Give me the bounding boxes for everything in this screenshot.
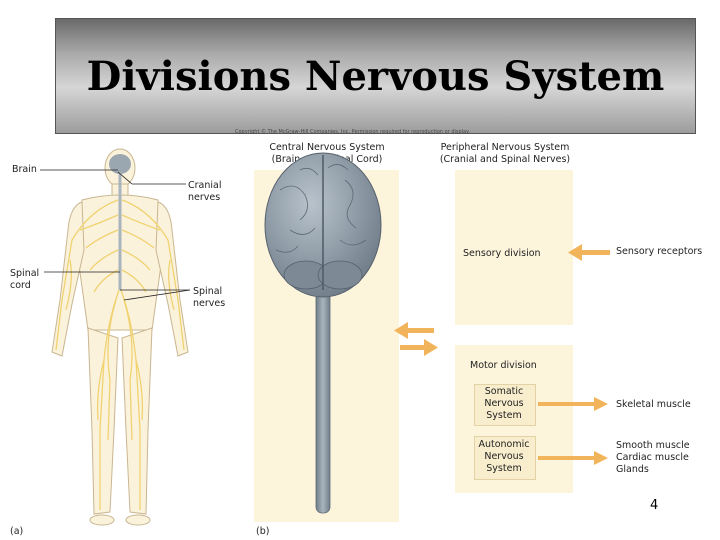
autonomic-label: Autonomic Nervous System [474, 439, 534, 475]
motor-division-label: Motor division [470, 360, 537, 371]
cranial-nerves-label: Cranial nerves [188, 180, 221, 204]
pns-header-line1: Peripheral Nervous System [440, 142, 570, 153]
autonomic-box [474, 436, 536, 480]
spinal-cord-label: Spinal cord [10, 268, 39, 292]
autonomic-line1: Autonomic [478, 439, 530, 450]
somatic-line2: Nervous [484, 398, 524, 409]
effectors-label: Smooth muscle Cardiac muscle Glands [616, 440, 690, 476]
somatic-label: Somatic Nervous System [474, 386, 534, 422]
somatic-line3: System [486, 410, 522, 421]
smooth-muscle-line: Smooth muscle [616, 440, 690, 451]
cns-header-line1: Central Nervous System [269, 142, 385, 153]
brain-label: Brain [12, 164, 37, 175]
arrow-skeletal-muscle [538, 397, 608, 411]
title-banner: Divisions Nervous System [55, 18, 696, 134]
spinal-cord-label-line2: cord [10, 280, 31, 291]
spinal-nerves-label: Spinal nerves [193, 286, 225, 310]
arrow-to-cns [394, 322, 434, 339]
cerebellum-right [317, 260, 363, 290]
brain-illustration [264, 152, 382, 514]
spinal-nerves-line2: nerves [193, 298, 226, 309]
page-number: 4 [650, 498, 659, 513]
arrow-from-cns [400, 339, 438, 356]
copyright-notice: Copyright © The McGraw-Hill Companies, I… [235, 129, 470, 135]
spinal-cord-label-line1: Spinal [10, 268, 40, 279]
cranial-nerves-line1: Cranial [188, 180, 222, 191]
left-arm [51, 201, 85, 357]
somatic-line1: Somatic [484, 386, 524, 397]
sensory-panel [455, 170, 573, 325]
glands-line: Glands [616, 464, 649, 475]
arrows [394, 244, 610, 465]
right-arm [155, 201, 189, 357]
right-leg [121, 327, 153, 515]
leader-lines [40, 169, 191, 301]
right-foot [125, 514, 151, 526]
peripheral-nerves [55, 199, 185, 510]
somatic-box [474, 384, 536, 426]
slide-title: Divisions Nervous System [86, 53, 665, 100]
figure-brain [109, 154, 131, 174]
arrow-sensory-receptors [568, 244, 610, 261]
large-spinal-cord [315, 284, 331, 514]
skeletal-muscle-label: Skeletal muscle [616, 399, 691, 410]
sensory-receptors-label: Sensory receptors [616, 246, 703, 257]
cranial-nerves-line2: nerves [188, 192, 221, 203]
autonomic-line3: System [486, 463, 522, 474]
left-leg [87, 327, 119, 515]
body-figure [40, 148, 191, 526]
spinal-nerves-line1: Spinal [193, 286, 223, 297]
sensory-division-label: Sensory division [463, 248, 541, 259]
left-foot [89, 514, 115, 526]
arrow-smooth-muscle [538, 451, 608, 465]
panel-b-label: (b) [256, 526, 270, 537]
pns-header-line2: (Cranial and Spinal Nerves) [439, 154, 571, 165]
autonomic-line2: Nervous [484, 451, 524, 462]
cardiac-muscle-line: Cardiac muscle [616, 452, 689, 463]
panel-a-label: (a) [10, 526, 24, 537]
pns-header: Peripheral Nervous System (Cranial and S… [430, 142, 580, 166]
